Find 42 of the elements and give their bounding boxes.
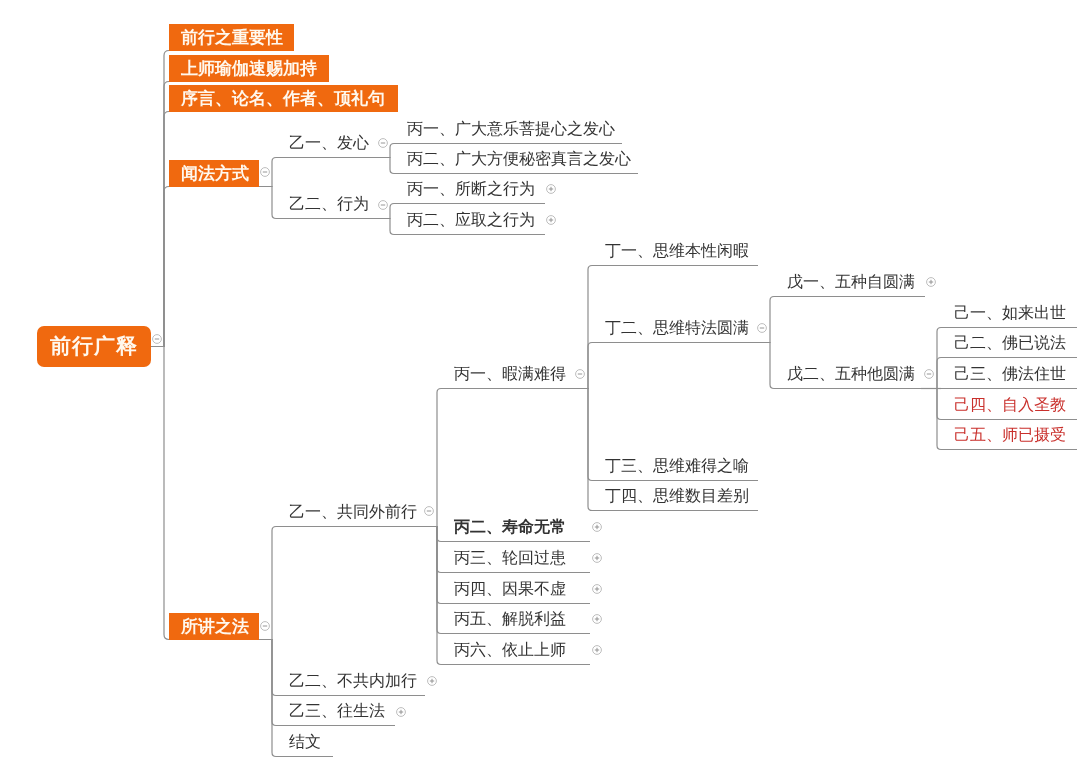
underlined-topic: 丁三、思维难得之喻 <box>592 452 758 481</box>
underlined-topic: 乙三、往生法 <box>276 697 395 726</box>
connector-line <box>571 387 593 512</box>
underlined-topic: 丙二、寿命无常 <box>441 513 590 542</box>
underlined-topic: 丙五、解脱利益 <box>441 605 590 634</box>
underlined-topic: 丁一、思维本性闲暇 <box>592 237 758 266</box>
topic-box: 序言、论名、作者、顶礼句 <box>169 85 398 112</box>
underlined-topic: 戊一、五种自圆满 <box>774 268 925 297</box>
underlined-topic: 乙一、共同外前行 <box>276 498 422 527</box>
underlined-topic: 乙一、发心 <box>276 129 376 158</box>
connector-line <box>258 638 277 758</box>
underlined-topic: 乙二、不共内加行 <box>276 667 425 696</box>
underlined-topic: 丁二、思维特法圆满 <box>592 314 754 343</box>
underlined-topic: 己五、师已摄受 <box>941 421 1077 450</box>
connector-line <box>150 345 170 641</box>
underlined-topic: 丙一、所断之行为 <box>394 175 545 204</box>
underlined-topic: 丁四、思维数目差别 <box>592 482 758 511</box>
underlined-topic: 丙四、因果不虚 <box>441 575 590 604</box>
underlined-topic: 丙一、广大意乐菩提心之发心 <box>394 115 622 144</box>
topic-box: 闻法方式 <box>169 160 259 187</box>
underlined-topic: 丙三、轮回过患 <box>441 544 590 573</box>
topic-box: 前行之重要性 <box>169 24 294 51</box>
underlined-topic: 己四、自入圣教 <box>941 391 1077 420</box>
topic-box: 所讲之法 <box>169 613 259 640</box>
connector-line <box>375 156 395 175</box>
underlined-topic: 丙六、依止上师 <box>441 636 590 665</box>
underlined-topic: 丙二、广大方便秘密真言之发心 <box>394 145 638 174</box>
connector-line <box>375 217 395 236</box>
underlined-topic: 乙二、行为 <box>276 190 376 219</box>
connector-line <box>421 525 442 666</box>
underlined-topic: 戊二、五种他圆满 <box>774 360 921 389</box>
central-topic-box: 前行广释 <box>37 326 151 367</box>
underlined-topic: 丙二、应取之行为 <box>394 206 545 235</box>
underlined-topic: 丙一、暇满难得 <box>441 360 572 389</box>
underlined-topic: 结文 <box>276 728 333 757</box>
topic-box: 上师瑜伽速赐加持 <box>169 55 329 82</box>
connector-line <box>920 387 942 451</box>
underlined-topic: 己一、如来出世 <box>941 299 1077 328</box>
underlined-topic: 己二、佛已说法 <box>941 329 1077 358</box>
underlined-topic: 己三、佛法住世 <box>941 360 1077 389</box>
connector-line <box>753 341 775 390</box>
connector-line <box>258 185 277 220</box>
